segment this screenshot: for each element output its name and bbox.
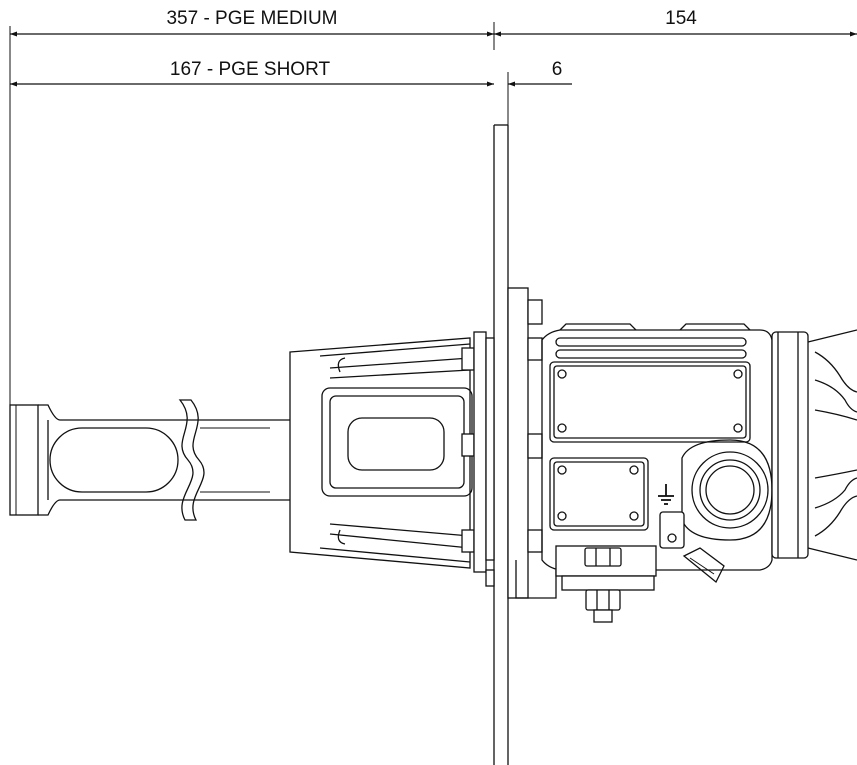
actuator-flange — [507, 287, 543, 599]
dimension-plate-thickness: 6 — [507, 59, 572, 125]
dimension-label-medium: 357 - PGE MEDIUM — [166, 8, 337, 29]
actuator-stem — [9, 399, 290, 521]
cable-gland — [681, 439, 773, 541]
stem-slot — [49, 427, 179, 493]
pillar-housing — [289, 331, 495, 587]
ground-lug — [659, 511, 685, 549]
dimension-label-short: 167 - PGE SHORT — [170, 59, 331, 80]
ground-symbol-icon — [658, 484, 674, 505]
breather-valve — [682, 547, 725, 584]
bottom-bracket — [515, 545, 657, 623]
dimension-pge-medium: 357 - PGE MEDIUM — [9, 8, 494, 405]
mounting-plate — [493, 124, 509, 765]
dimension-right: 154 — [493, 8, 857, 50]
nameplate-small — [549, 457, 649, 531]
dimension-label-thickness: 6 — [552, 59, 563, 80]
dimension-label-right: 154 — [665, 8, 697, 29]
hex-nut — [585, 589, 621, 611]
actuator-end-cap — [771, 329, 857, 561]
stem-break — [178, 399, 205, 521]
nameplate-large — [549, 361, 751, 443]
pillar-window — [321, 387, 473, 497]
actuator-body — [541, 323, 773, 584]
dimension-pge-short: 167 - PGE SHORT — [10, 59, 494, 87]
stem-end-cap — [9, 404, 39, 516]
